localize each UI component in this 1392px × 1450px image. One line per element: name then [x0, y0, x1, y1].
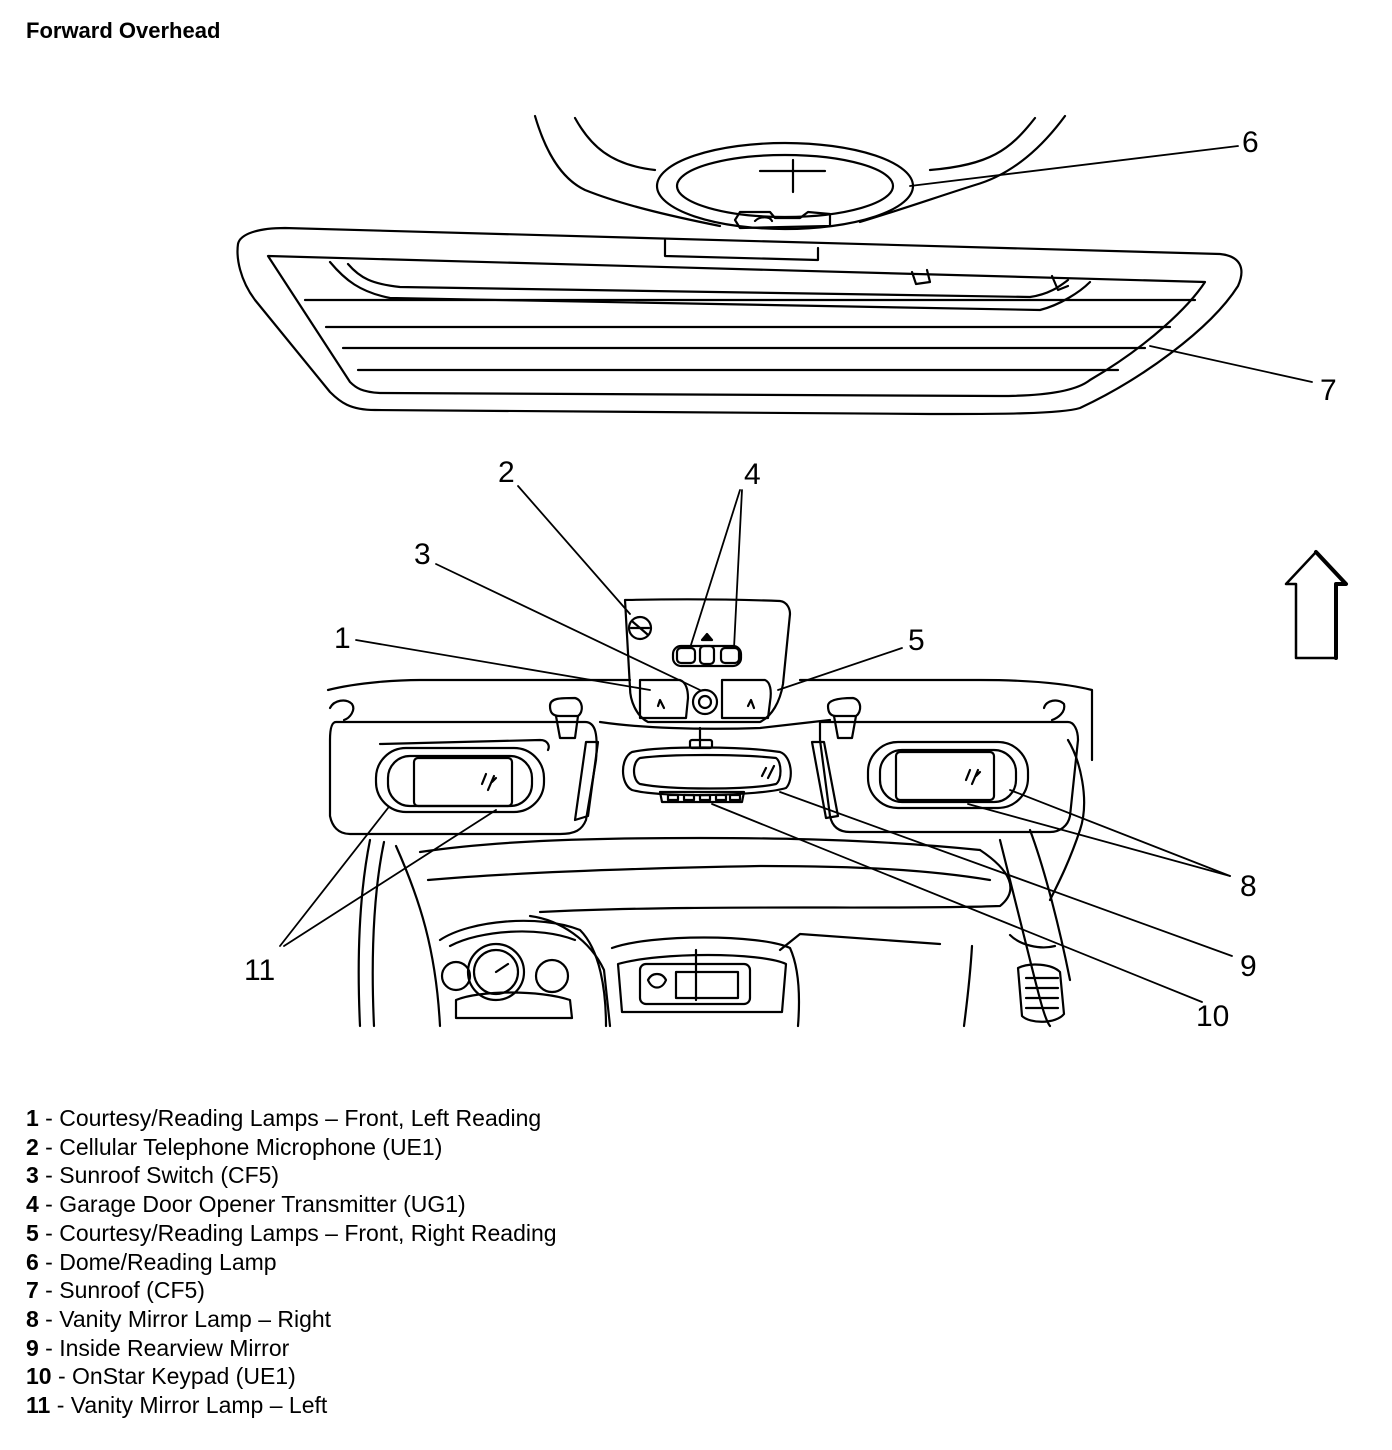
callout-2: 2: [498, 456, 515, 489]
leader-lines: [279, 485, 1233, 1003]
legend-item: 7 - Sunroof (CF5): [26, 1277, 205, 1304]
legend-item: 10 - OnStar Keypad (UE1): [26, 1363, 296, 1390]
instrument-cluster: [438, 914, 612, 1028]
legend-item: 11 - Vanity Mirror Lamp – Left: [26, 1392, 328, 1419]
center-stack: [610, 932, 1066, 1028]
forward-arrow-icon: [1284, 550, 1348, 660]
callout-6: 6: [1242, 126, 1259, 159]
sunroof-glass: [236, 226, 1243, 416]
page-title: Forward Overhead: [26, 18, 221, 43]
legend-list: 1 - Courtesy/Reading Lamps – Front, Left…: [26, 1104, 557, 1420]
dome-reading-lamp: [655, 141, 915, 231]
legend-item: 1 - Courtesy/Reading Lamps – Front, Left…: [26, 1105, 542, 1131]
legend-item: 8 - Vanity Mirror Lamp – Right: [26, 1305, 332, 1332]
callout-10: 10: [1196, 1000, 1229, 1033]
legend-item: 9 - Inside Rearview Mirror: [26, 1334, 290, 1361]
callout-3: 3: [414, 538, 431, 571]
callout-11: 11: [244, 954, 275, 987]
overhead-console: [623, 598, 792, 724]
legend-item: 5 - Courtesy/Reading Lamps – Front, Righ…: [26, 1219, 557, 1246]
callout-4: 4: [744, 458, 761, 491]
legend-item: 2 - Cellular Telephone Microphone (UE1): [26, 1133, 443, 1160]
legend-item: 6 - Dome/Reading Lamp: [26, 1248, 277, 1275]
inside-rearview-mirror: [621, 726, 792, 804]
callout-1: 1: [334, 622, 351, 655]
right-sun-visor: [810, 696, 1086, 902]
callout-9: 9: [1240, 950, 1257, 983]
roof-top-view: [533, 114, 1067, 228]
left-sun-visor: [328, 696, 600, 836]
callout-7: 7: [1320, 374, 1337, 407]
legend-item: 3 - Sunroof Switch (CF5): [26, 1162, 280, 1189]
callout-5: 5: [908, 624, 925, 657]
overhead-diagram: 6 7 2 4 3 1 5 8 11 9 10: [236, 114, 1348, 1033]
legend-item: 4 - Garage Door Opener Transmitter (UG1): [26, 1191, 466, 1218]
a-pillars-and-interior: [357, 828, 1072, 1028]
callout-8: 8: [1240, 870, 1257, 903]
